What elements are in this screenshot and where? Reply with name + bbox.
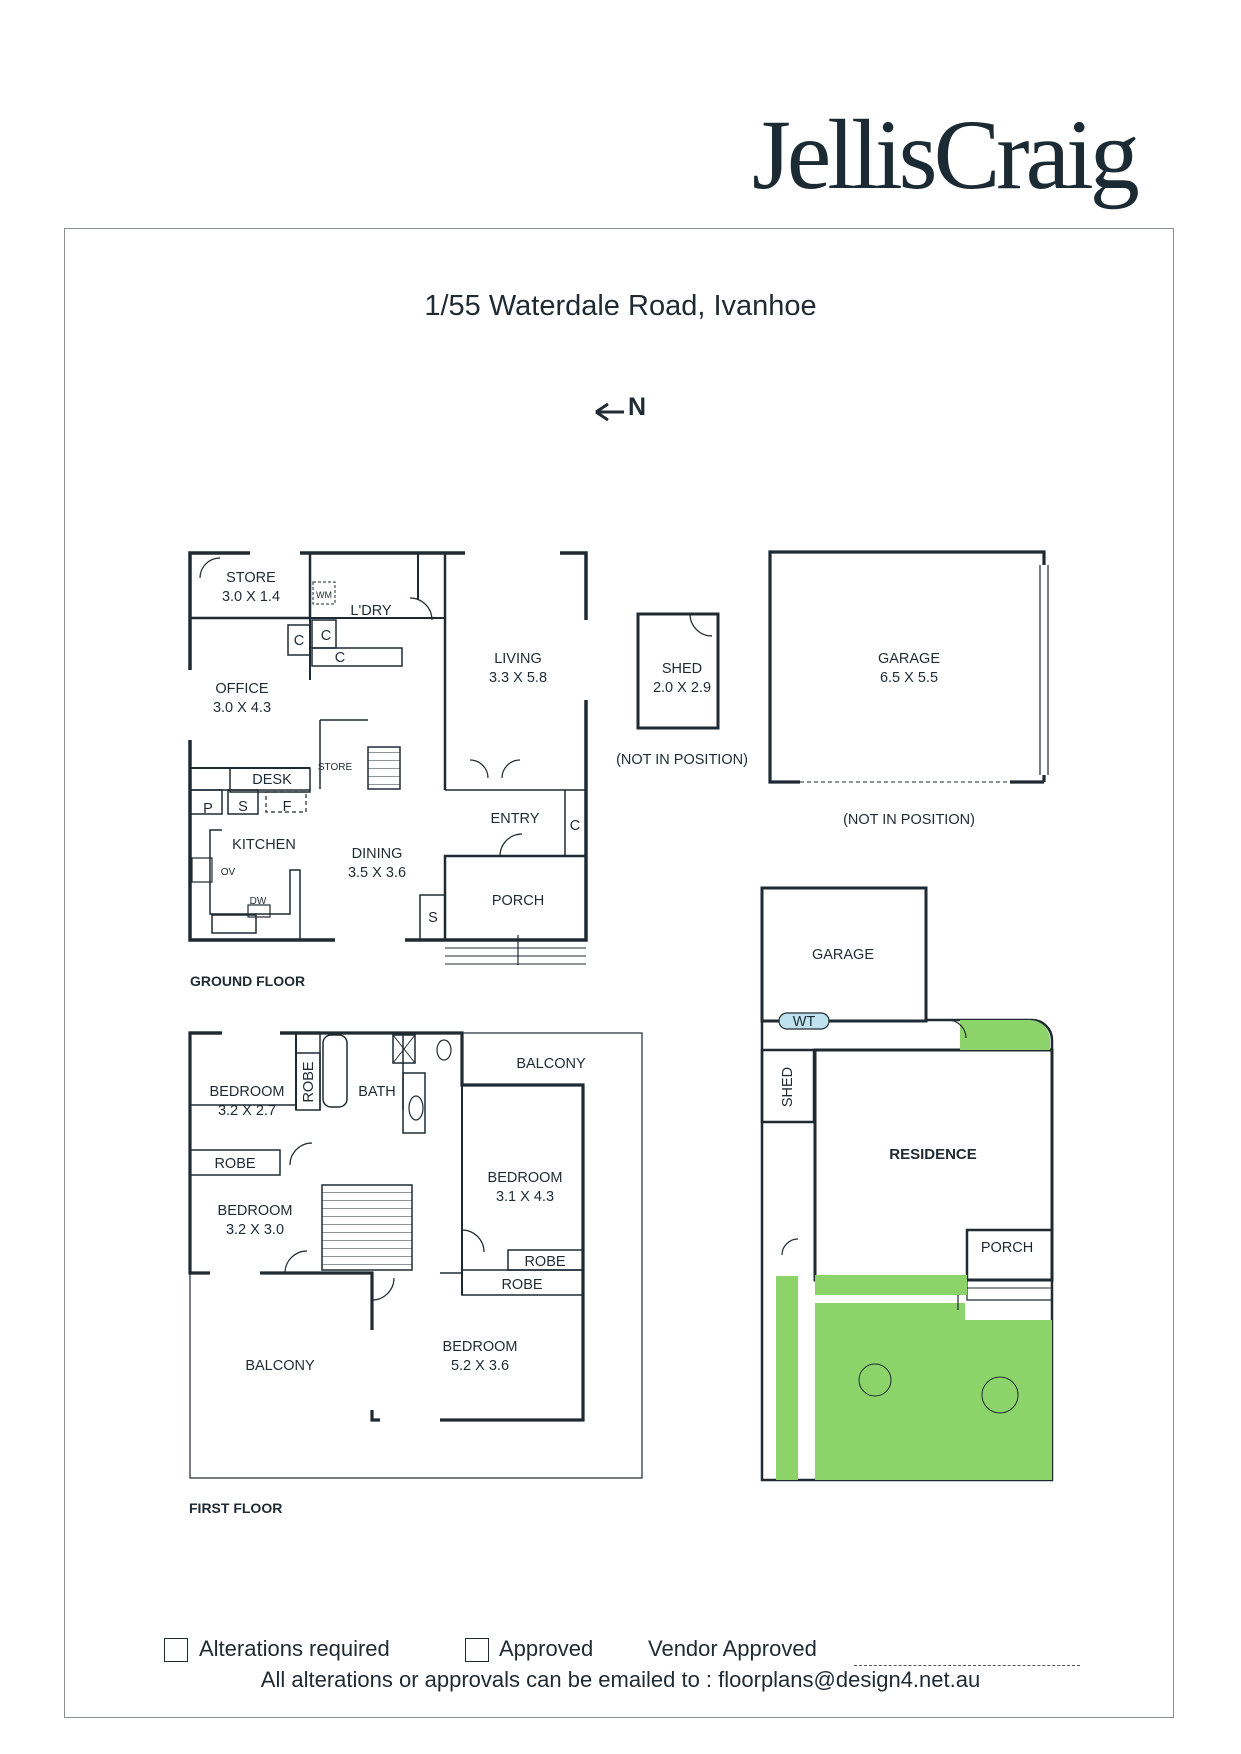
footer-note: All alterations or approvals can be emai… [260, 1667, 981, 1692]
room-label: DESK [252, 772, 292, 788]
position-note: (NOT IN POSITION) [616, 752, 748, 768]
signature-line[interactable] [854, 1665, 1080, 1666]
site-label: SHED [780, 1067, 796, 1107]
north-arrow-icon [595, 402, 624, 422]
approved-label: Approved [499, 1636, 594, 1661]
ground-floor-plan [187, 550, 589, 965]
room-label: BEDROOM [210, 1084, 285, 1100]
first-floor-label: FIRST FLOOR [189, 1500, 283, 1516]
site-plan [760, 886, 1054, 1482]
appliance-label: OV [221, 867, 236, 878]
room-dimension: 3.3 X 5.8 [489, 670, 547, 686]
room-dimension: 3.2 X 3.0 [226, 1222, 284, 1238]
room-label: BALCONY [516, 1056, 586, 1072]
room-label: BEDROOM [443, 1339, 518, 1355]
room-label: STORE [318, 762, 353, 773]
north-label: N [628, 393, 647, 421]
room-label: BATH [358, 1084, 396, 1100]
room-dimension: 3.1 X 4.3 [496, 1189, 554, 1205]
room-label: PORCH [492, 893, 544, 909]
room-label: LIVING [494, 651, 542, 667]
room-label: KITCHEN [232, 837, 296, 853]
room-label: ROBE [214, 1156, 255, 1172]
closet-label: C [335, 650, 345, 666]
room-label: BEDROOM [218, 1203, 293, 1219]
vendor-approved-label: Vendor Approved [648, 1636, 817, 1661]
room-label: STORE [226, 570, 276, 586]
appliance-label: WM [316, 590, 332, 600]
room-label: SHED [662, 661, 702, 677]
closet-label: C [294, 633, 304, 649]
room-dimension: 5.2 X 3.6 [451, 1358, 509, 1374]
room-dimension: 3.2 X 2.7 [218, 1103, 276, 1119]
room-label: DINING [352, 846, 403, 862]
room-label: OFFICE [215, 681, 268, 697]
room-labels: STORE 3.0 X 1.4 L'DRY WM OFFICE 3.0 X 4.… [203, 570, 1033, 1374]
appliance-label: DW [250, 896, 267, 907]
ground-floor-label: GROUND FLOOR [190, 973, 306, 989]
room-label: BALCONY [245, 1358, 315, 1374]
room-label: L'DRY [350, 603, 392, 619]
site-label: PORCH [981, 1240, 1033, 1256]
room-dimension: 6.5 X 5.5 [880, 670, 938, 686]
room-dimension: 3.5 X 3.6 [348, 865, 406, 881]
brand-logo: JellisCraig [752, 99, 1140, 210]
garage-plan [768, 550, 1049, 785]
approved-checkbox[interactable] [465, 1638, 489, 1662]
fixture-label: S [238, 799, 248, 815]
room-dimension: 3.0 X 4.3 [213, 700, 271, 716]
room-label: ROBE [524, 1254, 565, 1270]
alterations-label: Alterations required [199, 1636, 390, 1661]
fixture-label: F [283, 799, 292, 815]
position-note: (NOT IN POSITION) [843, 812, 975, 828]
room-label: BEDROOM [488, 1170, 563, 1186]
room-dimension: 3.0 X 1.4 [222, 589, 280, 605]
fixture-label: S [428, 910, 438, 926]
closet-label: C [570, 818, 580, 834]
closet-label: C [321, 628, 331, 644]
site-label: WT [793, 1014, 816, 1030]
site-label: GARAGE [812, 947, 874, 963]
first-floor-plan [188, 1030, 643, 1479]
shed-plan [636, 612, 720, 730]
alterations-checkbox[interactable] [164, 1638, 188, 1662]
room-label: GARAGE [878, 651, 940, 667]
fixture-label: P [203, 801, 213, 817]
room-label: ROBE [501, 1277, 542, 1293]
site-label: RESIDENCE [889, 1146, 977, 1163]
room-label: ENTRY [491, 811, 540, 827]
plan-frame [64, 228, 1174, 1718]
room-dimension: 2.0 X 2.9 [653, 680, 711, 696]
property-address: 1/55 Waterdale Road, Ivanhoe [424, 290, 817, 322]
room-label: ROBE [301, 1061, 317, 1102]
